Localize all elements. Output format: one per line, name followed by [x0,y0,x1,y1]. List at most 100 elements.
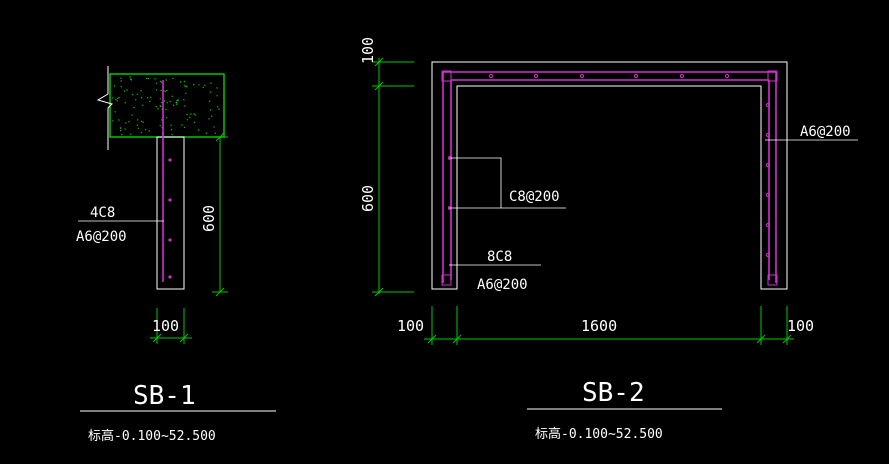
hatch-dot [128,121,130,123]
hatch-dot [160,101,163,104]
sb1-rebar-main-label: 4C8 [90,205,115,221]
hatch-dot [189,116,191,119]
hatch-dot [141,120,143,123]
sb2-dim-span-label: 1600 [581,317,617,335]
sb1-rebar-stirrup-label: A6@200 [76,229,127,245]
rebar-dot [765,132,771,138]
hatch-dot [205,132,208,134]
hatch-dot [144,128,147,131]
hatch-dot [209,109,212,111]
hatch-dot [210,82,212,84]
slab-outline [109,73,225,138]
hatch-dot [186,113,188,116]
hatch-dot [218,108,220,110]
rebar-dot [168,198,172,202]
sb2-web-leader [449,157,566,209]
hatch-dot [160,89,162,92]
hatch-dot [126,89,128,91]
hatch-dot [186,119,189,121]
hatch-dot [190,113,192,115]
hatch-dot [177,99,179,101]
sb1-title: SB-1 [133,381,196,411]
hatch-dot [208,100,211,102]
hatch-dot [129,78,132,80]
hatch-dot [159,98,161,100]
hatch-dot [155,105,157,108]
hatch-dot [116,100,118,102]
hatch-dot [216,95,218,97]
hatch-dot [183,80,185,83]
hatch-dot [159,80,162,83]
hatch-dot [124,128,126,130]
hatch-dot [175,101,178,104]
hatch-dot [171,133,173,136]
break-line [96,66,113,150]
hatch-dot [161,119,163,121]
sb2-dim-right-label: 100 [787,317,814,335]
hatch-dot [120,85,123,88]
hatch-dot [172,104,175,107]
hatch-dot [181,124,183,126]
sb1-dim-height-label: 600 [200,205,218,232]
slab-hatch [112,76,220,136]
hatch-dot [117,97,119,100]
hatch-dot [214,132,216,134]
hatch-dot [131,114,133,116]
rebar-dot [168,275,172,279]
sb2-dim-top-label: 100 [359,37,377,64]
hatch-dot [149,100,151,102]
hatch-dot [136,93,138,95]
hatch-dot [216,106,219,108]
hatch-dot [171,95,173,97]
sb2-rebar-lines [442,71,777,283]
hatch-dot [204,84,206,87]
hatch-dot [140,90,142,92]
sb2-rebar-right-label: A6@200 [800,124,851,140]
hatch-dot [124,90,126,92]
hatch-dot [183,126,186,129]
sb1-elevation: 标高-0.100~52.500 [88,428,216,444]
hatch-dot [157,108,159,110]
hatch-dot [170,124,172,126]
sb2-title: SB-2 [582,378,645,408]
hatch-dot [124,102,127,104]
hatch-dot [120,80,122,82]
hatch-dot [169,100,171,103]
hatch-dot [209,91,212,94]
sb2-corner-tie-left [441,70,452,82]
hatch-dot [120,130,122,132]
hatch-dot [150,96,152,99]
hatch-dot [208,118,210,120]
rebar-dot [679,73,685,79]
rebar-dot [533,73,539,79]
hatch-dot [140,97,143,99]
hatch-dot [185,92,187,95]
rebar-dot [579,73,585,79]
hatch-dot [137,127,139,129]
hatch-dot [136,124,138,126]
rebar-dot [488,73,494,79]
hatch-dot [154,78,156,80]
hatch-dot [193,83,195,86]
hatch-dot [160,81,163,83]
sb2-elevation: 标高-0.100~52.500 [535,426,663,442]
hatch-dot [142,104,144,107]
hatch-dot [118,96,120,99]
hatch-dot [193,113,195,115]
rebar-dot [765,102,771,108]
hatch-dot [165,79,167,81]
hatch-dot [146,97,149,99]
hatch-dot [198,84,200,86]
rebar-dot [765,222,771,228]
hatch-dot [131,93,134,96]
hatch-dot [211,115,213,118]
hatch-dot [114,85,116,87]
sb2-dim-left-label: 100 [397,317,424,335]
sb2-dim-bottom: 100 1600 100 [397,306,814,345]
sb2-rebar-main-label: 8C8 [487,249,512,265]
sb2-corner-tie-right [767,70,778,82]
rebar-dot [765,252,771,258]
hatch-dot [121,133,123,136]
hatch-dot [175,103,178,105]
